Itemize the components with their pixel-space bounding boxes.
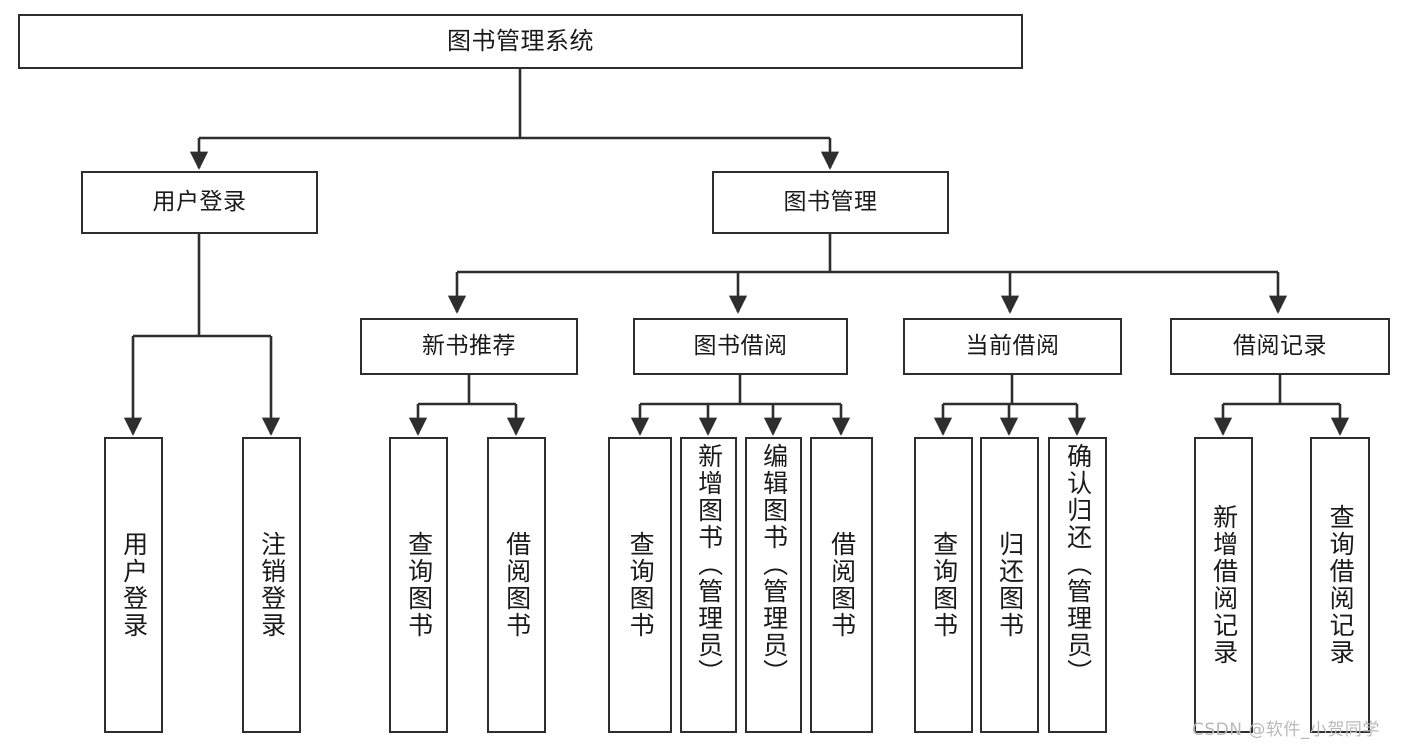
- leaf-borrow-book-newbook[interactable]: 借阅图书: [487, 437, 546, 733]
- node-label: 当前借阅: [965, 332, 1060, 359]
- node-label: 确认归还（管理员）: [1063, 443, 1093, 686]
- leaf-query-book-newbook[interactable]: 查询图书: [389, 437, 448, 733]
- node-label: 查询借阅记录: [1326, 504, 1356, 666]
- leaf-confirm-return-admin[interactable]: 确认归还（管理员）: [1048, 437, 1107, 733]
- leaf-edit-book-admin[interactable]: 编辑图书（管理员）: [745, 437, 802, 733]
- leaf-query-book-borrow[interactable]: 查询图书: [608, 437, 672, 733]
- node-current-borrowing[interactable]: 当前借阅: [903, 318, 1122, 375]
- leaf-add-book-admin[interactable]: 新增图书（管理员）: [680, 437, 737, 733]
- leaf-query-book-current[interactable]: 查询图书: [914, 437, 973, 733]
- node-label: 查询图书: [626, 531, 656, 639]
- node-new-book-recommendation[interactable]: 新书推荐: [360, 318, 578, 375]
- node-label: 图书管理系统: [447, 27, 594, 56]
- node-label: 图书借阅: [693, 332, 788, 359]
- leaf-borrow-book-borrow[interactable]: 借阅图书: [810, 437, 873, 733]
- leaf-logout[interactable]: 注销登录: [242, 437, 301, 733]
- node-book-management[interactable]: 图书管理: [712, 171, 949, 234]
- node-label: 借阅记录: [1233, 332, 1327, 359]
- watermark-text: CSDN @软件_小贺同学: [1192, 720, 1380, 740]
- node-label: 图书管理: [783, 188, 878, 215]
- leaf-add-borrow-record[interactable]: 新增借阅记录: [1194, 437, 1253, 733]
- node-label: 借阅图书: [502, 531, 532, 639]
- node-label: 注销登录: [257, 531, 287, 639]
- node-label: 查询图书: [929, 531, 959, 639]
- node-label: 借阅图书: [827, 531, 857, 639]
- node-user-login[interactable]: 用户登录: [81, 171, 318, 234]
- node-label: 新增借阅记录: [1209, 504, 1239, 666]
- node-label: 编辑图书（管理员）: [759, 443, 789, 686]
- leaf-return-book[interactable]: 归还图书: [980, 437, 1039, 733]
- leaf-query-borrow-record[interactable]: 查询借阅记录: [1310, 437, 1370, 733]
- node-label: 新增图书（管理员）: [694, 443, 724, 686]
- node-label: 归还图书: [995, 531, 1025, 639]
- node-root-book-management-system[interactable]: 图书管理系统: [18, 14, 1023, 69]
- leaf-user-login[interactable]: 用户登录: [104, 437, 163, 733]
- node-borrowing-record[interactable]: 借阅记录: [1170, 318, 1390, 375]
- node-label: 新书推荐: [422, 332, 516, 359]
- node-book-borrowing[interactable]: 图书借阅: [633, 318, 848, 375]
- node-label: 用户登录: [119, 531, 149, 639]
- node-label: 查询图书: [404, 531, 434, 639]
- node-label: 用户登录: [152, 188, 247, 215]
